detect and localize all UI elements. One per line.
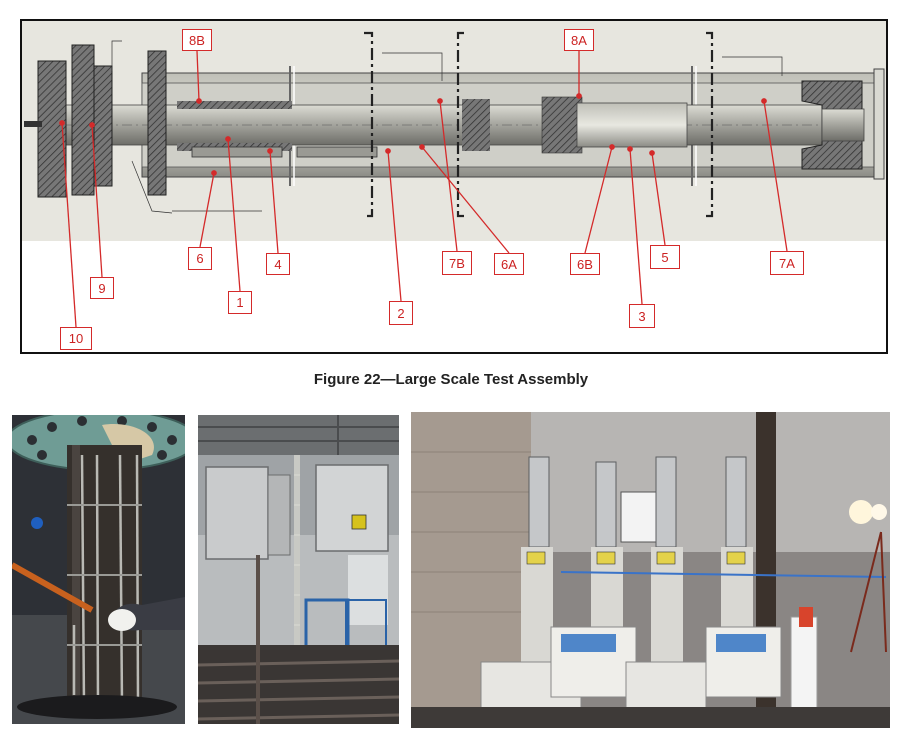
callout-7b: 7B: [442, 251, 472, 275]
leader-arrow-6b: [609, 144, 615, 150]
leader-arrow-1: [225, 136, 231, 142]
assembly-diagram: 8B 8A 6 4 1 7B 6A 2 6B 5 3 7A 9 10: [20, 19, 888, 354]
leader-arrow-6a: [419, 144, 425, 150]
leader-arrow-10: [59, 120, 65, 126]
leader-line-6: [199, 172, 215, 248]
callout-6b: 6B: [570, 253, 600, 275]
leader-line-1: [227, 138, 241, 292]
callout-7a: 7A: [770, 251, 804, 275]
leader-line-5: [651, 152, 666, 246]
leader-arrow-4: [267, 148, 273, 154]
callout-2: 2: [389, 301, 413, 325]
electrical-enclosures-photo: [198, 415, 399, 724]
callout-3: 3: [629, 304, 655, 328]
leader-line-2: [387, 150, 402, 302]
leader-line-6b: [584, 146, 613, 254]
leader-arrow-8a: [576, 93, 582, 99]
callout-6a: 6A: [494, 253, 524, 275]
leader-arrow-7b: [437, 98, 443, 104]
callout-1: 1: [228, 291, 252, 314]
callout-10: 10: [60, 327, 92, 350]
leader-line-7b: [439, 100, 458, 252]
leader-line-6a: [421, 146, 510, 254]
pipe-column-with-flange-photo: [12, 415, 185, 724]
leader-line-9: [91, 124, 103, 278]
callout-4: 4: [266, 253, 290, 275]
callout-5: 5: [650, 245, 680, 269]
leader-line-7a: [763, 100, 788, 252]
callout-8a: 8A: [564, 29, 594, 51]
leader-arrow-7a: [761, 98, 767, 104]
callout-8b: 8B: [182, 29, 212, 51]
pump-cylinders-lab-photo: [411, 412, 890, 728]
callout-6: 6: [188, 247, 212, 270]
leader-arrow-5: [649, 150, 655, 156]
cross-section-drawing: [22, 21, 886, 328]
leader-arrow-2: [385, 148, 391, 154]
leader-arrow-9: [89, 122, 95, 128]
leader-line-4: [269, 150, 279, 254]
leader-arrow-3: [627, 146, 633, 152]
leader-arrow-8b: [196, 98, 202, 104]
leader-line-8b: [196, 50, 200, 102]
leader-arrow-6: [211, 170, 217, 176]
leader-line-3: [629, 148, 643, 305]
figure-caption: Figure 22—Large Scale Test Assembly: [313, 371, 589, 388]
callout-9: 9: [90, 277, 114, 299]
leader-line-10: [61, 122, 77, 328]
